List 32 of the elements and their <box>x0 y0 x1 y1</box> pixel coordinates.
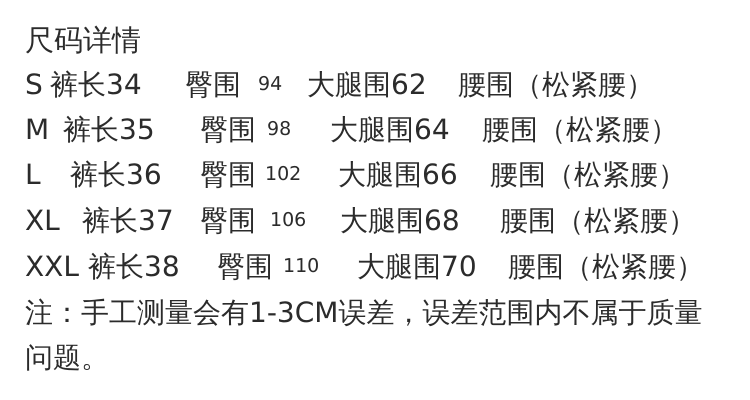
waist-label: 腰围（松紧腰） <box>500 202 696 238</box>
size-label: M <box>25 112 50 148</box>
hip-value: 106 <box>270 208 306 234</box>
length-label: 裤长34 <box>50 66 142 102</box>
title: 尺码详情 <box>25 22 141 59</box>
hip-label: 臀围 <box>200 202 256 238</box>
length-label: 裤长35 <box>63 112 155 148</box>
thigh-label: 大腿围68 <box>340 202 460 238</box>
thigh-label: 大腿围70 <box>357 248 477 284</box>
hip-label: 臀围 <box>200 112 256 148</box>
hip-value: 98 <box>267 117 292 142</box>
hip-label: 臀围 <box>217 248 273 284</box>
waist-label: 腰围（松紧腰） <box>490 156 686 192</box>
waist-label: 腰围（松紧腰） <box>458 66 654 102</box>
thigh-label: 大腿围62 <box>307 66 427 102</box>
size-label: S <box>25 66 43 102</box>
note-text: 注：手工测量会有1-3CM误差，误差范围内不属于质量问题。 <box>25 295 704 376</box>
hip-label: 臀围 <box>185 66 241 102</box>
hip-value: 102 <box>265 162 302 188</box>
hip-value: 110 <box>283 254 320 280</box>
hip-value: 94 <box>258 72 282 98</box>
waist-label: 腰围（松紧腰） <box>508 248 704 284</box>
length-label: 裤长36 <box>70 156 162 192</box>
size-label: L <box>25 156 41 192</box>
waist-label: 腰围（松紧腰） <box>482 112 678 148</box>
thigh-label: 大腿围64 <box>330 112 450 148</box>
length-label: 裤长37 <box>82 202 174 238</box>
thigh-label: 大腿围66 <box>338 156 458 192</box>
hip-label: 臀围 <box>200 156 256 192</box>
length-label: 裤长38 <box>88 248 180 284</box>
size-label: XXL <box>25 248 79 284</box>
size-label: XL <box>25 202 60 238</box>
